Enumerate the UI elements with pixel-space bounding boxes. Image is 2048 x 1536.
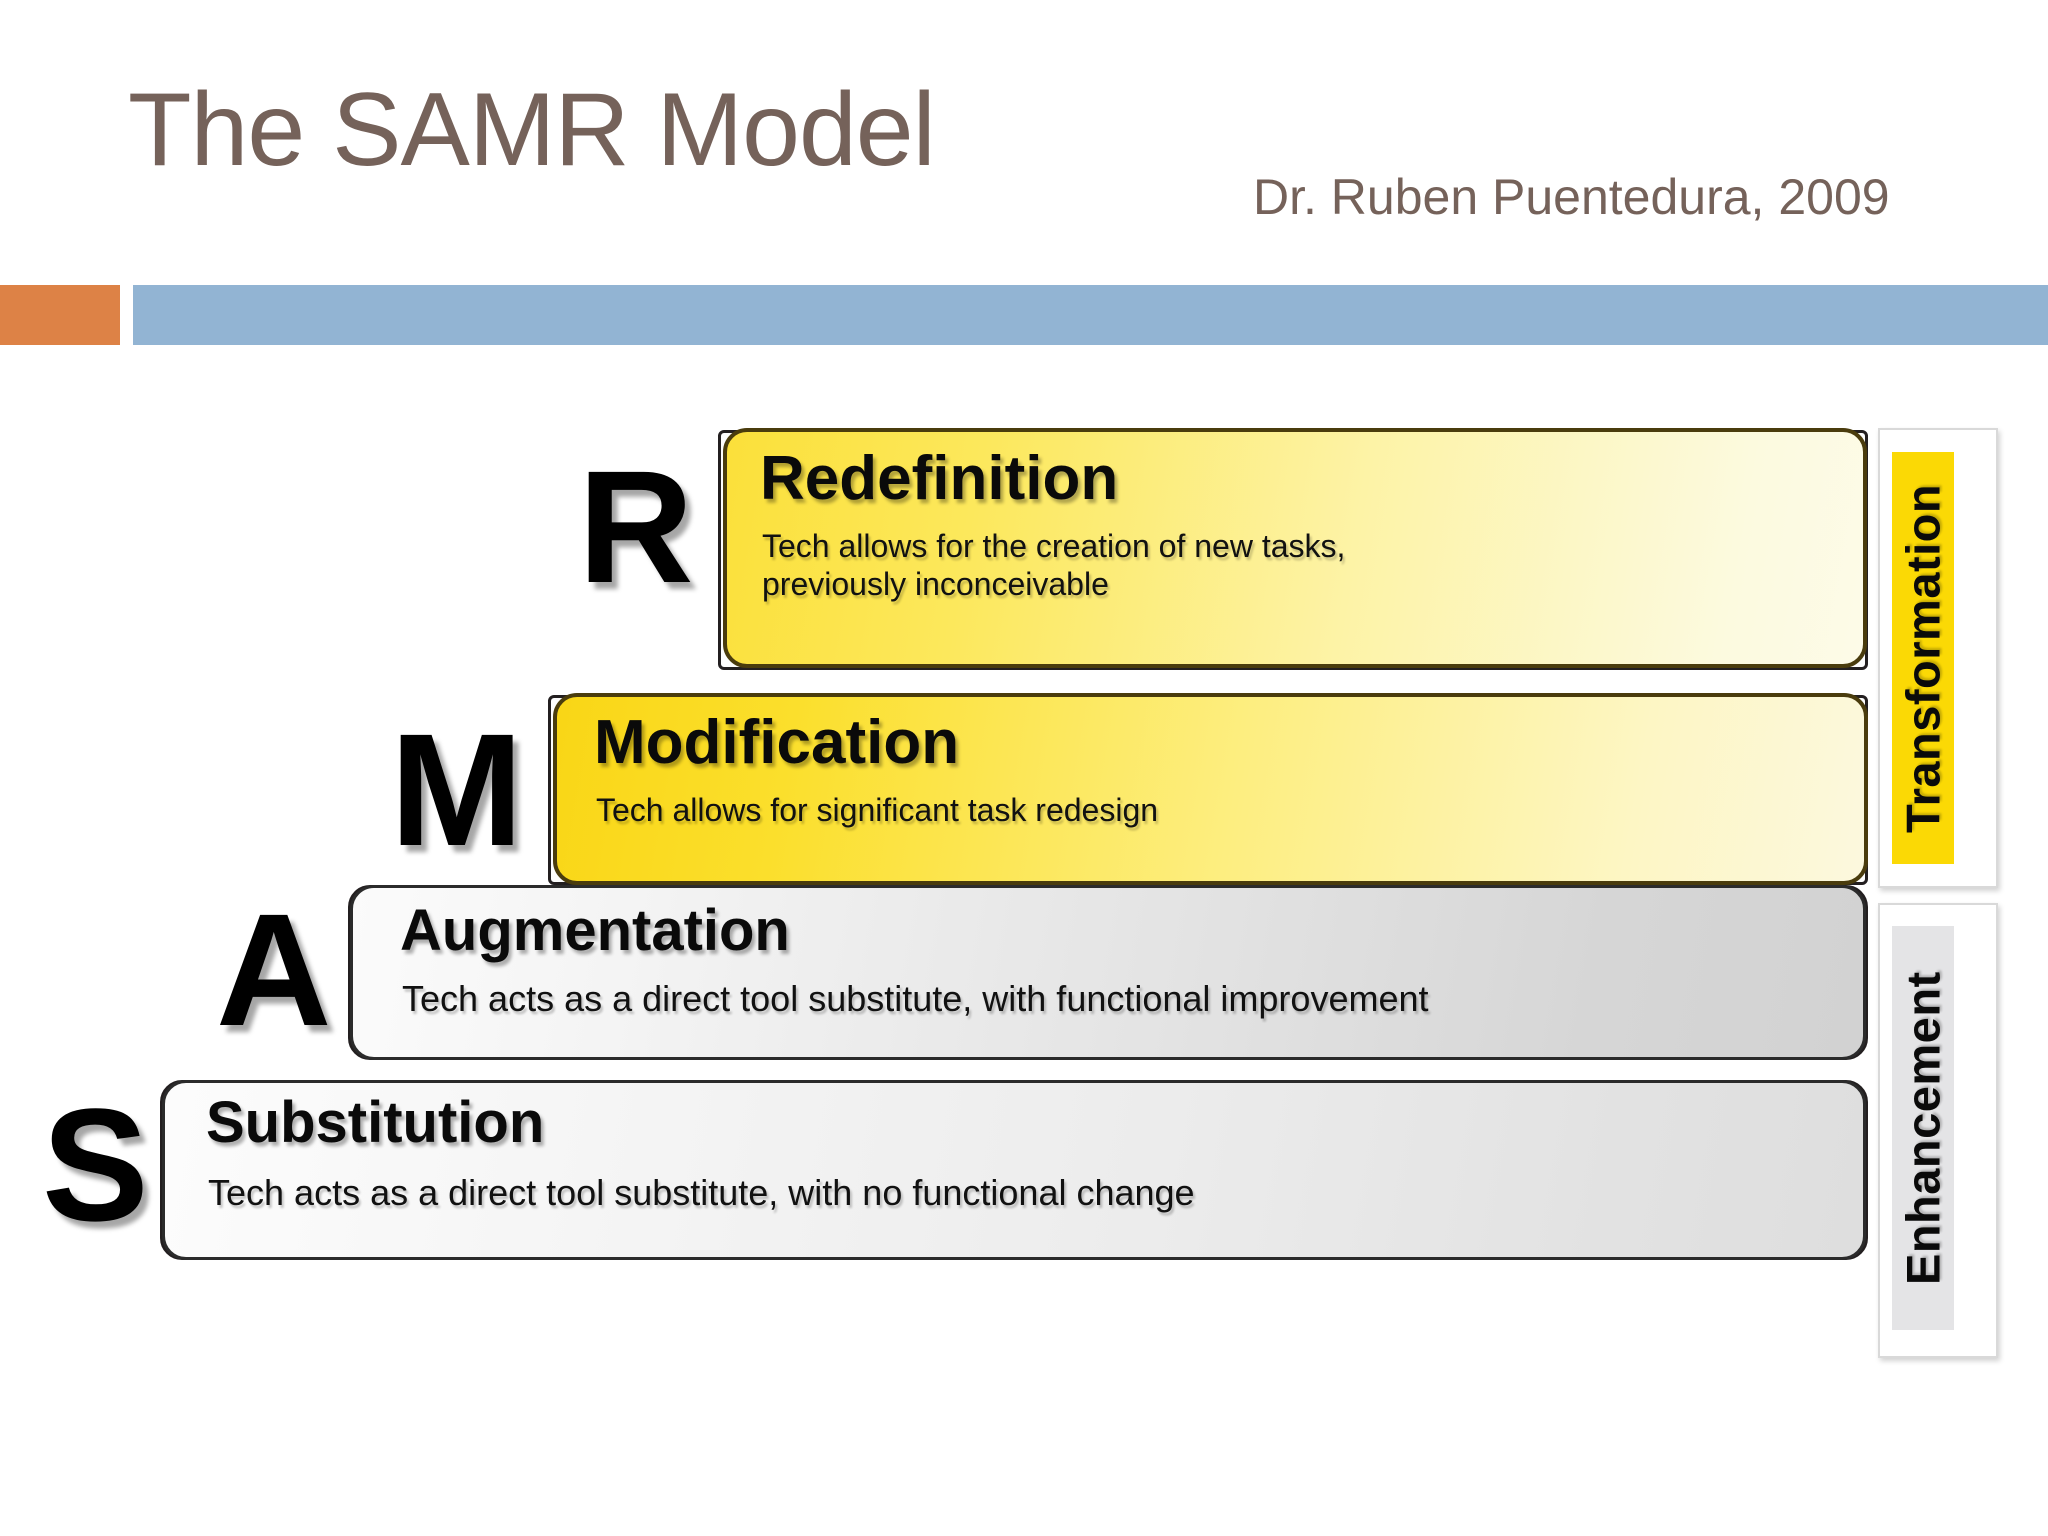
tier-box-augmentation[interactable] [350,885,1866,1060]
tier-title-augmentation: Augmentation [400,898,790,963]
tier-title-modification: Modification [594,708,960,777]
samr-diagram: Redefinition Tech allows for the creatio… [0,428,2048,1358]
accent-bar-orange [0,285,120,345]
tier-description-augmentation: Tech acts as a direct tool substitute, w… [402,978,1429,1019]
tier-description-modification: Tech allows for significant task redesig… [596,792,1159,828]
slide-subtitle-author: Dr. Ruben Puentedura, 2009 [1253,169,1890,225]
tier-box-redefinition[interactable] [723,428,1867,668]
tier-box-substitution[interactable] [162,1080,1866,1260]
samr-letter-s: S [42,1075,149,1254]
category-label-transformation: Transformation [1892,452,1954,864]
tier-box-modification[interactable] [553,693,1868,885]
tier-description-substitution: Tech acts as a direct tool substitute, w… [208,1172,1195,1213]
samr-letter-a: A [216,880,332,1059]
tier-description-redefinition: Tech allows for the creation of new task… [762,528,1346,602]
category-label-enhancement: Enhancement [1892,926,1954,1330]
tier-title-redefinition: Redefinition [760,444,1119,513]
samr-letter-m: M [390,700,524,879]
page-title: The SAMR Model [128,72,936,188]
tier-title-substitution: Substitution [206,1090,545,1155]
accent-bar-blue [133,285,2048,345]
samr-letter-r: R [578,437,694,616]
